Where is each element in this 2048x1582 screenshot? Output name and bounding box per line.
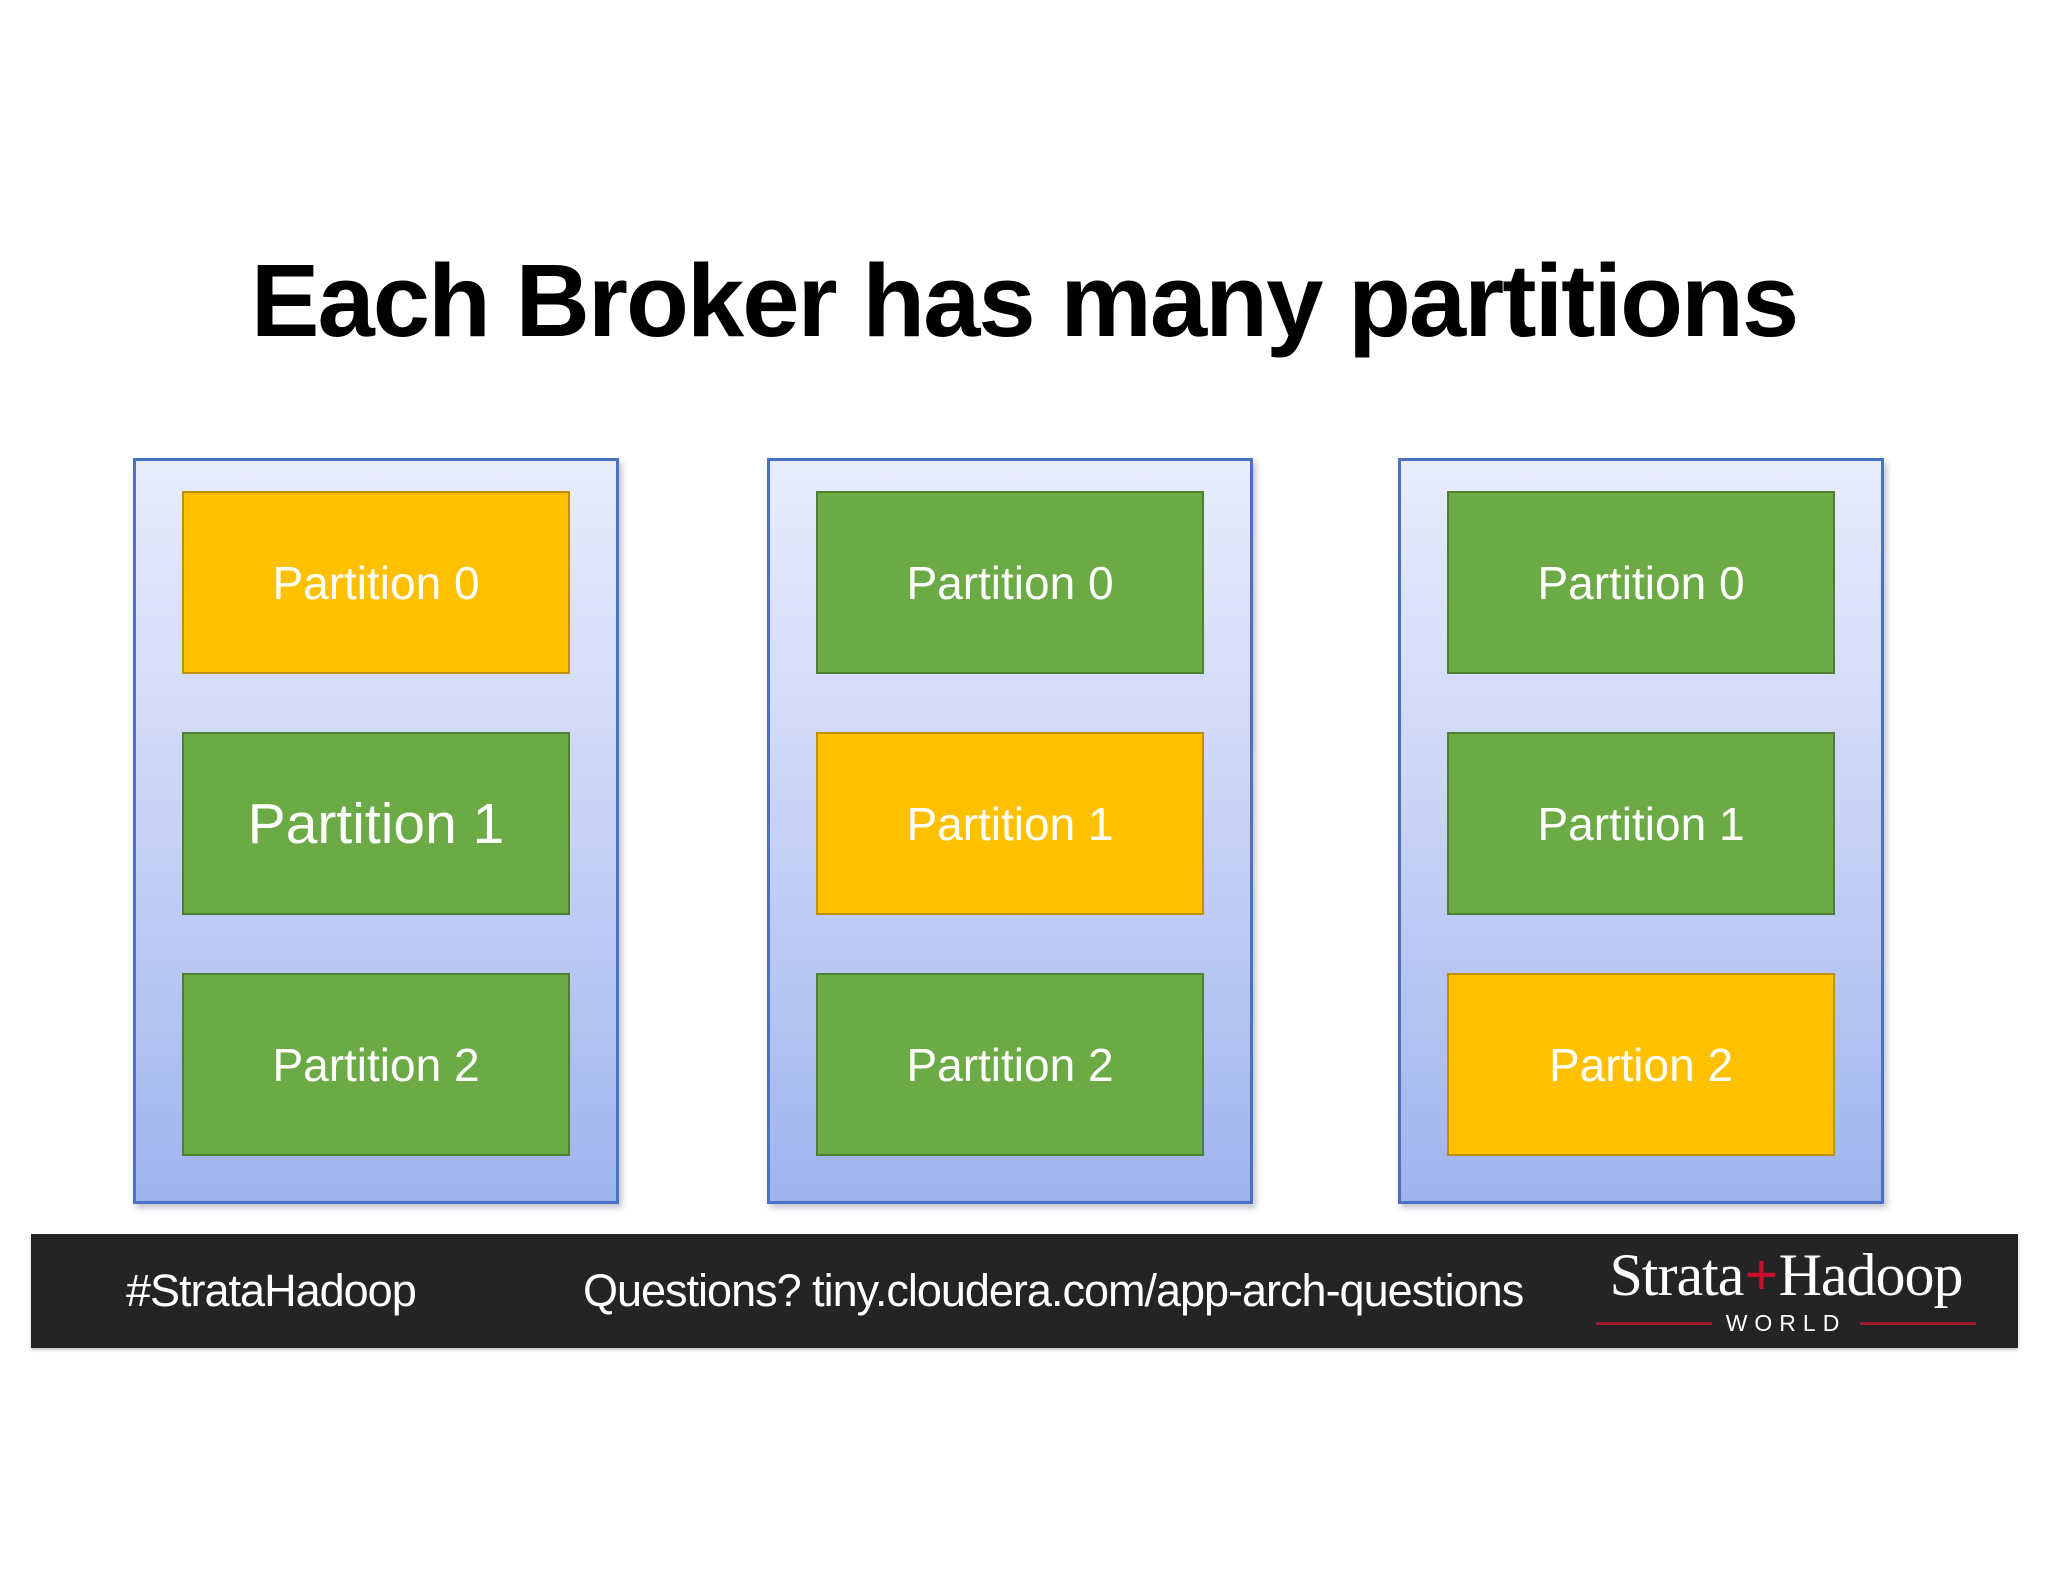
partition-label: Partition 1 [1537,797,1745,850]
partition-box: Partition 2 [182,973,570,1156]
partition-label: Partition 2 [272,1038,480,1091]
broker-box-3: Partition 0 Partition 1 Partion 2 [1398,458,1884,1204]
broker-box-2: Partition 0 Partition 1 Partition 2 [767,458,1253,1204]
partition-label: Partition 0 [272,556,480,609]
logo-hadoop-text: Hadoop [1778,1242,1964,1308]
logo-world-row: WORLD [1596,1310,1976,1337]
footer-hashtag: #StrataHadoop [126,1265,417,1316]
logo-world-text: WORLD [1725,1310,1847,1336]
partition-label: Partition 1 [906,797,1114,850]
partition-box: Partition 1 [182,732,570,915]
footer-questions-link: Questions? tiny.cloudera.com/app-arch-qu… [583,1265,1524,1316]
partition-label: Partion 2 [1548,1038,1734,1091]
partition-label: Partition 1 [247,791,505,856]
partition-box: Partition 0 [1447,491,1835,674]
broker-box-1: Partition 0 Partition 1 Partition 2 [133,458,619,1204]
partition-box: Partition 1 [1447,732,1835,915]
logo-strata-text: Strata [1609,1242,1744,1308]
strata-hadoop-logo: Strata+Hadoop WORLD [1596,1242,1976,1337]
logo-plus-icon: + [1744,1242,1778,1308]
partition-box: Partition 0 [816,491,1204,674]
partition-label: Partition 0 [906,556,1114,609]
partition-box: Partition 2 [816,973,1204,1156]
logo-left-rule [1596,1322,1712,1325]
footer-bar: #StrataHadoop Questions? tiny.cloudera.c… [31,1234,2018,1348]
partition-box: Partition 1 [816,732,1204,915]
page-title: Each Broker has many partitions [250,243,1799,358]
partition-label: Partition 2 [906,1038,1114,1091]
partition-box: Partition 0 [182,491,570,674]
logo-right-rule [1860,1322,1976,1325]
partition-box: Partion 2 [1447,973,1835,1156]
logo-wordmark: Strata+Hadoop [1596,1242,1976,1308]
partition-label: Partition 0 [1537,556,1745,609]
